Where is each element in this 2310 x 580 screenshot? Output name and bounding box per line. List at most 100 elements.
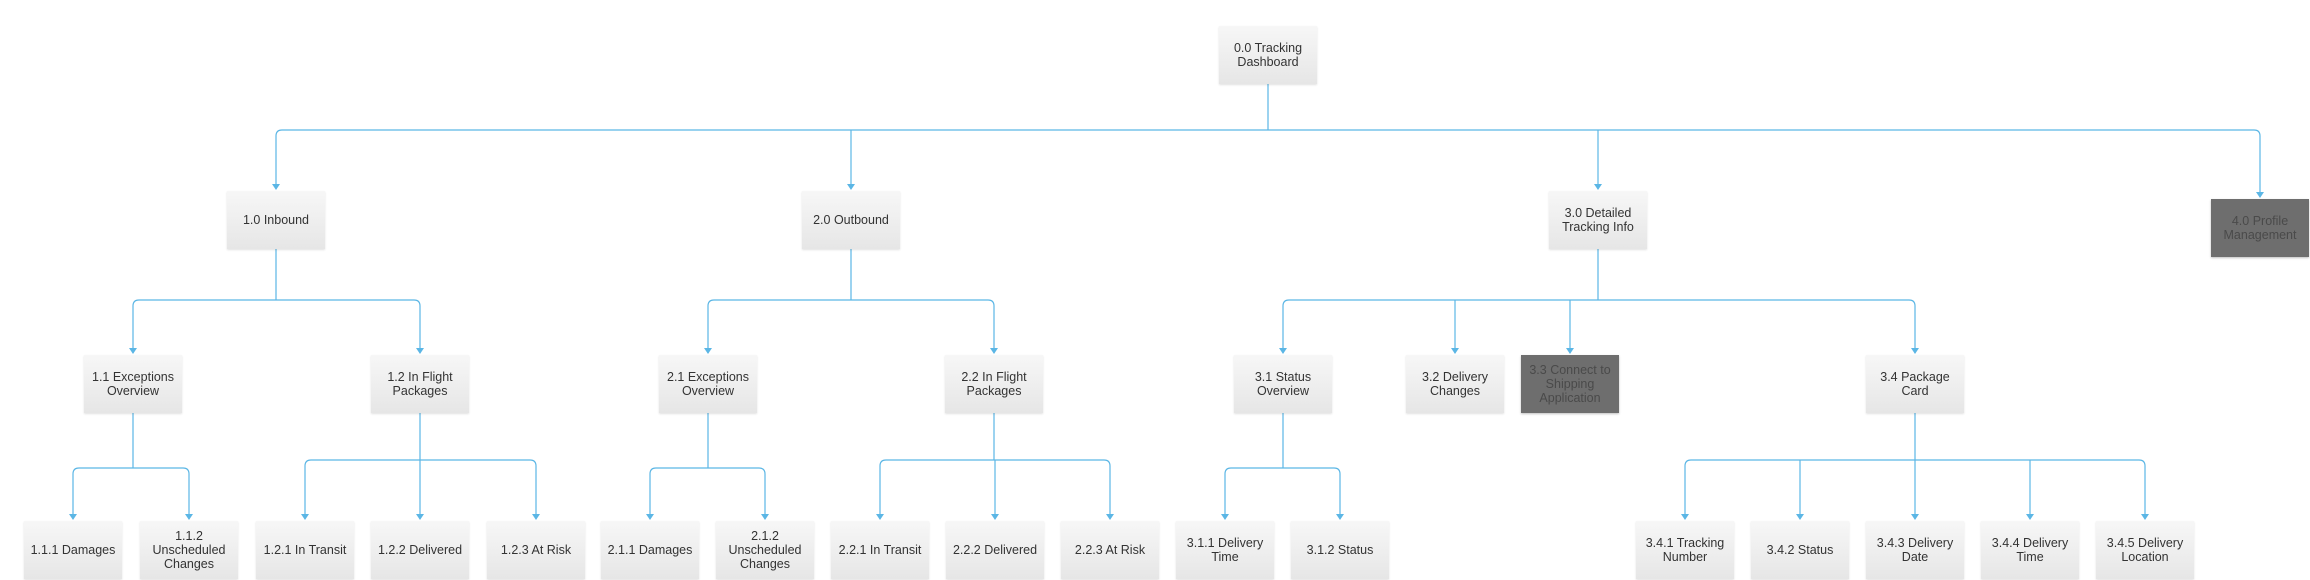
arrow-head: [847, 184, 855, 190]
node-in-transit[interactable]: 2.2.1 In Transit: [831, 521, 929, 579]
node-label: 3.4.3 Delivery Date: [1876, 536, 1954, 564]
node-label: 2.1.2 Unscheduled Changes: [728, 529, 802, 571]
arrow-head: [704, 348, 712, 354]
arrow-head: [129, 348, 137, 354]
arrow-head: [1796, 514, 1804, 520]
node-unscheduled-changes[interactable]: 1.1.2 Unscheduled Changes: [140, 521, 238, 579]
node-label: 2.2.3 At Risk: [1074, 543, 1146, 557]
arrow-head: [1911, 348, 1919, 354]
connector-group: [272, 84, 2264, 198]
connector-group: [646, 413, 769, 520]
node-connect-to-shipping-application[interactable]: 3.3 Connect to Shipping Application: [1521, 355, 1619, 413]
node-label: 0.0 Tracking Dashboard: [1233, 41, 1303, 69]
node-tracking-number[interactable]: 3.4.1 Tracking Number: [1636, 521, 1734, 579]
arrow-head: [876, 514, 884, 520]
node-label: 2.2 In Flight Packages: [961, 370, 1027, 398]
node-outbound[interactable]: 2.0 Outbound: [802, 191, 900, 249]
arrow-head: [1566, 348, 1574, 354]
node-label: 4.0 Profile Management: [2223, 214, 2297, 242]
node-at-risk[interactable]: 1.2.3 At Risk: [487, 521, 585, 579]
node-damages[interactable]: 1.1.1 Damages: [24, 521, 122, 579]
node-package-card[interactable]: 3.4 Package Card: [1866, 355, 1964, 413]
node-exceptions-overview[interactable]: 2.1 Exceptions Overview: [659, 355, 757, 413]
connector-group: [1279, 249, 1919, 354]
node-delivered[interactable]: 2.2.2 Delivered: [946, 521, 1044, 579]
arrow-head: [2256, 192, 2264, 198]
node-label: 2.0 Outbound: [813, 213, 889, 227]
node-label: 2.1.1 Damages: [607, 543, 693, 557]
node-label: 1.2.3 At Risk: [500, 543, 572, 557]
node-delivery-time[interactable]: 3.1.1 Delivery Time: [1176, 521, 1274, 579]
node-delivered[interactable]: 1.2.2 Delivered: [371, 521, 469, 579]
node-label: 3.4.2 Status: [1766, 543, 1834, 557]
node-status[interactable]: 3.1.2 Status: [1291, 521, 1389, 579]
node-label: 1.1.1 Damages: [30, 543, 116, 557]
node-in-flight-packages[interactable]: 2.2 In Flight Packages: [945, 355, 1043, 413]
arrow-head: [1221, 514, 1229, 520]
arrow-head: [272, 184, 280, 190]
node-label: 3.1.2 Status: [1306, 543, 1374, 557]
arrow-head: [1451, 348, 1459, 354]
node-exceptions-overview[interactable]: 1.1 Exceptions Overview: [84, 355, 182, 413]
connector-group: [704, 249, 998, 354]
arrow-head: [1279, 348, 1287, 354]
arrow-head: [990, 348, 998, 354]
node-label: 3.4.1 Tracking Number: [1645, 536, 1725, 564]
connector-group: [1681, 413, 2149, 520]
node-label: 3.2 Delivery Changes: [1422, 370, 1488, 398]
node-delivery-date[interactable]: 3.4.3 Delivery Date: [1866, 521, 1964, 579]
node-in-flight-packages[interactable]: 1.2 In Flight Packages: [371, 355, 469, 413]
node-label: 1.2 In Flight Packages: [387, 370, 453, 398]
arrow-head: [301, 514, 309, 520]
node-label: 2.2.1 In Transit: [838, 543, 922, 557]
node-label: 2.1 Exceptions Overview: [667, 370, 749, 398]
node-delivery-changes[interactable]: 3.2 Delivery Changes: [1406, 355, 1504, 413]
connector-group: [129, 249, 424, 354]
node-status[interactable]: 3.4.2 Status: [1751, 521, 1849, 579]
node-label: 1.2.1 In Transit: [263, 543, 347, 557]
node-label: 1.1 Exceptions Overview: [92, 370, 174, 398]
arrow-head: [1336, 514, 1344, 520]
arrow-head: [991, 514, 999, 520]
arrow-head: [69, 514, 77, 520]
arrow-head: [416, 514, 424, 520]
node-label: 1.0 Inbound: [242, 213, 310, 227]
connector-group: [301, 413, 540, 520]
arrow-head: [646, 514, 654, 520]
node-label: 3.1 Status Overview: [1254, 370, 1312, 398]
arrow-head: [1106, 514, 1114, 520]
node-inbound[interactable]: 1.0 Inbound: [227, 191, 325, 249]
node-label: 1.1.2 Unscheduled Changes: [152, 529, 226, 571]
arrow-head: [761, 514, 769, 520]
node-profile-management[interactable]: 4.0 Profile Management: [2211, 199, 2309, 257]
node-label: 3.4.4 Delivery Time: [1991, 536, 2069, 564]
node-label: 2.2.2 Delivered: [952, 543, 1038, 557]
node-label: 1.2.2 Delivered: [377, 543, 463, 557]
node-label: 3.4 Package Card: [1880, 370, 1950, 398]
node-label: 3.0 Detailed Tracking Info: [1562, 206, 1634, 234]
arrow-head: [1594, 184, 1602, 190]
connector-group: [1221, 413, 1344, 520]
arrow-head: [1681, 514, 1689, 520]
arrow-head: [1911, 514, 1919, 520]
connector-group: [876, 413, 1114, 520]
arrow-head: [185, 514, 193, 520]
node-label: 3.4.5 Delivery Location: [2106, 536, 2184, 564]
node-at-risk[interactable]: 2.2.3 At Risk: [1061, 521, 1159, 579]
arrow-head: [2141, 514, 2149, 520]
node-label: 3.3 Connect to Shipping Application: [1529, 363, 1611, 405]
node-delivery-time[interactable]: 3.4.4 Delivery Time: [1981, 521, 2079, 579]
arrow-head: [416, 348, 424, 354]
node-detailed-tracking-info[interactable]: 3.0 Detailed Tracking Info: [1549, 191, 1647, 249]
node-tracking-dashboard[interactable]: 0.0 Tracking Dashboard: [1219, 26, 1317, 84]
node-status-overview[interactable]: 3.1 Status Overview: [1234, 355, 1332, 413]
node-in-transit[interactable]: 1.2.1 In Transit: [256, 521, 354, 579]
node-delivery-location[interactable]: 3.4.5 Delivery Location: [2096, 521, 2194, 579]
node-label: 3.1.1 Delivery Time: [1186, 536, 1264, 564]
arrow-head: [532, 514, 540, 520]
node-unscheduled-changes[interactable]: 2.1.2 Unscheduled Changes: [716, 521, 814, 579]
connector-group: [69, 413, 193, 520]
node-damages[interactable]: 2.1.1 Damages: [601, 521, 699, 579]
arrow-head: [2026, 514, 2034, 520]
